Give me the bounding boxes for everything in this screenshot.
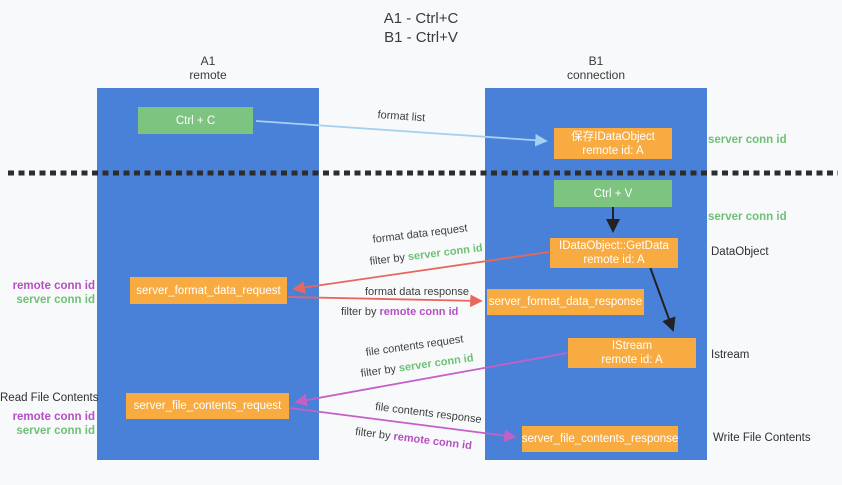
node-ctrl-c: Ctrl + C: [138, 107, 253, 134]
lane-b1-role: connection: [566, 68, 626, 82]
left-label-server-conn-id-1: server conn id: [16, 294, 95, 306]
label-filter-server-conn-1: filter by server conn id: [369, 242, 483, 269]
node-getdata-line1: IDataObject::GetData: [559, 240, 669, 252]
label-format-data-response: format data response: [365, 286, 469, 298]
node-file-response-label: server_file_contents_response: [521, 433, 679, 445]
node-save-idataobject: 保存IDataObject remote id: A: [554, 128, 672, 159]
right-label-dataobject: DataObject: [711, 246, 769, 258]
node-format-response-label: server_format_data_response: [488, 296, 643, 308]
node-server-format-data-request: server_format_data_request: [130, 277, 287, 304]
filter-by-text: filter by: [354, 426, 395, 443]
right-label-write-file-contents: Write File Contents: [713, 432, 811, 444]
left-label-remote-conn-id-2: remote conn id: [12, 411, 95, 423]
remote-conn-id-text: remote conn id: [392, 430, 473, 453]
node-save-idataobject-line1: 保存IDataObject: [571, 130, 655, 143]
filter-by-text: filter by: [369, 251, 409, 268]
left-label-server-conn-id-2: server conn id: [16, 425, 95, 437]
server-conn-id-text: server conn id: [398, 352, 475, 375]
label-filter-remote-conn-2: filter by remote conn id: [354, 426, 473, 453]
node-ctrl-c-label: Ctrl + C: [175, 114, 216, 127]
node-file-request-label: server_file_contents_request: [133, 400, 282, 412]
right-label-istream: Istream: [711, 349, 750, 361]
lane-a1-name: A1: [200, 54, 216, 68]
node-server-file-contents-response: server_file_contents_response: [522, 426, 678, 452]
label-file-contents-response: file contents response: [374, 401, 483, 426]
lane-header-b1: B1 connection: [485, 54, 707, 82]
node-save-idataobject-line2: remote id: A: [582, 144, 644, 157]
title-line-b1: B1 - Ctrl+V: [384, 29, 458, 46]
filter-by-text: filter by: [360, 362, 400, 380]
node-server-file-contents-request: server_file_contents_request: [126, 393, 289, 419]
right-label-server-conn-id-1: server conn id: [708, 134, 787, 146]
node-ctrl-v-label: Ctrl + V: [593, 187, 633, 200]
title-line-a1: A1 - Ctrl+C: [383, 10, 459, 27]
label-format-data-request: format data request: [372, 222, 469, 246]
left-label-read-file-contents: Read File Contents: [0, 392, 99, 404]
node-istream-line2: remote id: A: [601, 354, 663, 366]
lane-header-a1: A1 remote: [97, 54, 319, 82]
node-getdata-line2: remote id: A: [583, 254, 645, 266]
diagram-title: A1 - Ctrl+C B1 - Ctrl+V: [0, 9, 842, 47]
remote-conn-id-text: remote conn id: [379, 306, 459, 318]
label-filter-remote-conn-1: filter by remote conn id: [341, 306, 458, 319]
right-label-server-conn-id-2: server conn id: [708, 211, 787, 223]
left-label-remote-conn-id-1: remote conn id: [12, 280, 95, 292]
node-istream: IStream remote id: A: [568, 338, 696, 368]
server-conn-id-text: server conn id: [407, 242, 484, 264]
lane-a1-role: remote: [189, 68, 227, 82]
node-server-format-data-response: server_format_data_response: [487, 289, 644, 315]
filter-by-text: filter by: [341, 306, 380, 318]
node-idataobject-getdata: IDataObject::GetData remote id: A: [550, 238, 678, 268]
node-format-request-label: server_format_data_request: [136, 284, 281, 297]
lane-b1-name: B1: [588, 54, 604, 68]
node-istream-line1: IStream: [611, 340, 653, 352]
label-format-list: format list: [377, 109, 426, 125]
node-ctrl-v: Ctrl + V: [554, 180, 672, 207]
